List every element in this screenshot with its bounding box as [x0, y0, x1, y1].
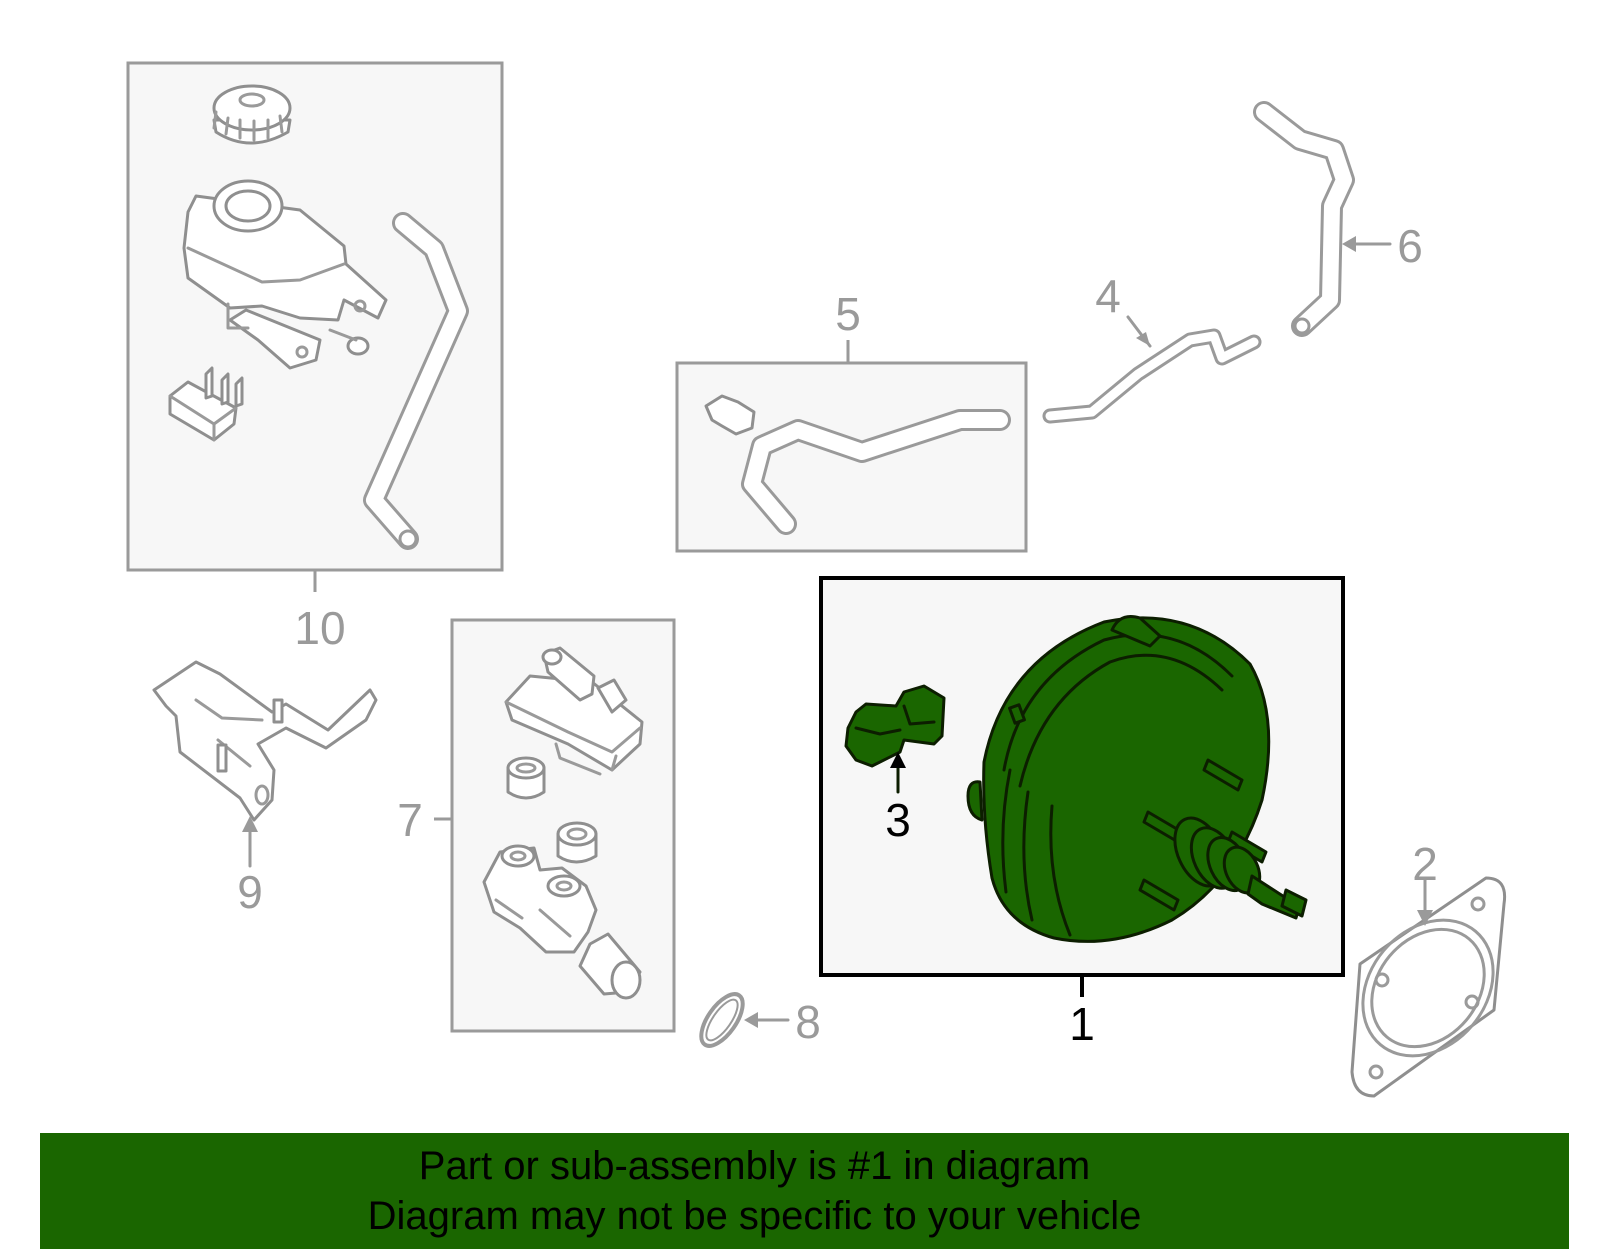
booster-clip-3-part[interactable] [844, 684, 946, 794]
brake-booster-part[interactable] [966, 615, 1308, 943]
reservoir-body-part[interactable] [182, 179, 388, 370]
callout-7: 7 [397, 794, 423, 846]
callout-4: 4 [1095, 270, 1121, 322]
grommet-lower-part[interactable] [556, 821, 598, 864]
o-ring-8-part[interactable] [693, 987, 790, 1052]
hose-6-part[interactable] [1253, 101, 1392, 337]
vacuum-hose-5-part[interactable] [704, 394, 1011, 535]
callout-3: 3 [885, 794, 911, 846]
banner-line-1: Part or sub-assembly is #1 in diagram [418, 1144, 1091, 1188]
callout-10: 10 [294, 602, 345, 654]
reservoir-hose-part[interactable] [363, 212, 469, 550]
group-box-1 [819, 576, 1345, 997]
callout-1: 1 [1069, 998, 1095, 1050]
callout-9: 9 [237, 866, 263, 918]
group-box-10 [126, 61, 504, 592]
callout-8: 8 [795, 996, 821, 1048]
bracket-9-part[interactable] [152, 660, 378, 868]
group-box-5 [675, 340, 1028, 553]
reservoir-sensor-part[interactable] [168, 366, 244, 442]
master-cylinder-reservoir-part[interactable] [504, 646, 644, 776]
reservoir-cap-part[interactable] [212, 84, 292, 145]
hose-4-part[interactable] [1042, 315, 1262, 424]
callout-6: 6 [1397, 220, 1423, 272]
info-banner: Part or sub-assembly is #1 in diagram Di… [40, 1133, 1569, 1249]
gasket-2-part[interactable] [1336, 876, 1520, 1098]
grommet-upper-part[interactable] [506, 756, 546, 800]
banner-line-2: Diagram may not be specific to your vehi… [367, 1194, 1142, 1238]
callout-2: 2 [1412, 838, 1438, 890]
callout-5: 5 [835, 288, 861, 340]
group-box-7 [434, 618, 676, 1033]
master-cylinder-body-part[interactable] [482, 844, 642, 1000]
